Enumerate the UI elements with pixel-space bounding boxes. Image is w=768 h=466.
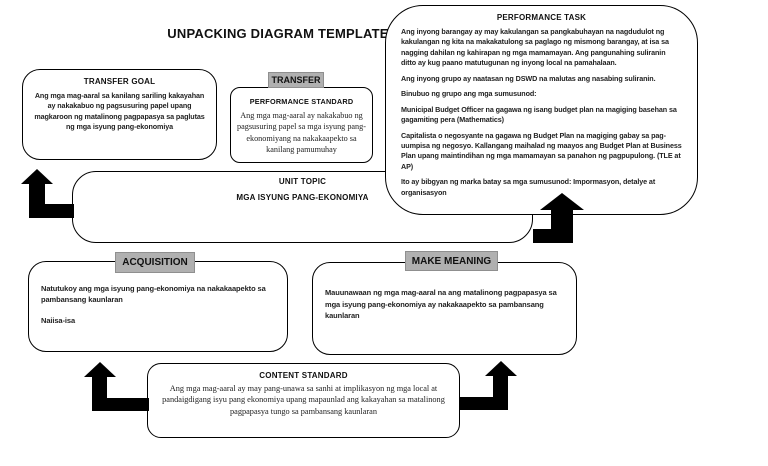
performance-standard-header: PERFORMANCE STANDARD <box>249 97 354 106</box>
performance-task-paragraph: Binubuo ng grupo ang mga sumusunod: <box>401 89 537 99</box>
content-standard-header: CONTENT STANDARD <box>259 371 348 380</box>
performance-task-paragraph: Ang inyong grupo ay naatasan ng DSWD na … <box>401 73 656 83</box>
transfer-goal-text: Ang mga mag-aaral sa kanilang sariling k… <box>34 91 205 132</box>
performance-task-paragraph: Capitalista o negosyante na gagawa ng Bu… <box>401 130 682 171</box>
unit-topic-header: UNIT TOPIC <box>278 177 327 186</box>
arrow-shaft <box>29 204 74 218</box>
acquisition-label: ACQUISITION <box>115 252 195 273</box>
acquisition-text-2: Naiisa-isa <box>41 315 76 325</box>
performance-task-header: PERFORMANCE TASK <box>496 13 587 22</box>
transfer-goal-box: TRANSFER GOAL Ang mga mag-aaral sa kanil… <box>22 69 217 160</box>
unit-topic-text: MGA ISYUNG PANG-EKONOMIYA <box>236 193 369 202</box>
arrow-head-icon <box>21 169 53 184</box>
performance-task-box: PERFORMANCE TASK Ang inyong barangay ay … <box>385 5 698 215</box>
performance-standard-text: Ang mga mag-aaral ay nakakabuo ng pagsus… <box>237 111 366 154</box>
make-meaning-box: Mauunawaan ng mga mag-aaral na ang matal… <box>312 262 577 355</box>
performance-task-paragraph: Municipal Budget Officer na gagawa ng is… <box>401 104 677 125</box>
arrow-shaft <box>459 397 508 410</box>
acquisition-text: Natutukoy ang mga isyung pang-ekonomiya … <box>41 284 266 304</box>
arrow-head-icon <box>540 193 584 210</box>
page-title: UNPACKING DIAGRAM TEMPLATE <box>167 26 389 41</box>
make-meaning-text: Mauunawaan ng mga mag-aaral na ang matal… <box>325 288 557 321</box>
arrow-shaft <box>92 398 149 411</box>
transfer-goal-header: TRANSFER GOAL <box>83 77 156 86</box>
performance-task-paragraph: Ang inyong barangay ay may kakulangan sa… <box>401 27 669 68</box>
transfer-label: TRANSFER <box>268 72 324 88</box>
acquisition-box: Natutukoy ang mga isyung pang-ekonomiya … <box>28 261 288 352</box>
performance-task-paragraph: Ito ay bibgyan ng marka batay sa mga sum… <box>401 177 656 197</box>
arrow-head-icon <box>485 361 517 376</box>
arrow-head-icon <box>84 362 116 377</box>
content-standard-box: CONTENT STANDARD Ang mga mag-aaral ay ma… <box>147 363 460 438</box>
content-standard-text: Ang mga mag-aaral ay may pang-unawa sa s… <box>162 384 445 416</box>
make-meaning-label: MAKE MEANING <box>405 251 498 271</box>
performance-standard-box: PERFORMANCE STANDARD Ang mga mag-aaral a… <box>230 87 373 163</box>
arrow-shaft <box>533 229 573 243</box>
